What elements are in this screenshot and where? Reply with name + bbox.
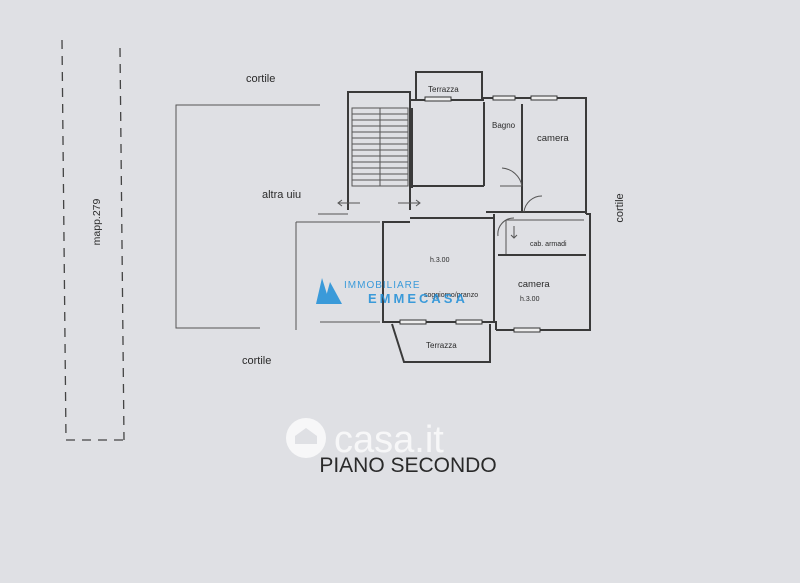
bathroom-label: Bagno	[492, 121, 516, 130]
floor-title: PIANO SECONDO	[319, 454, 496, 477]
terrace-top	[415, 71, 483, 100]
agency-name-line1: IMMOBILIARE	[344, 280, 421, 291]
other-unit-outline	[175, 104, 380, 330]
courtyard-label-top: cortile	[246, 73, 275, 85]
terrace-label-top: Terrazza	[428, 85, 459, 94]
height-label-living: h.3.00	[430, 257, 450, 264]
bedroom-label-top: camera	[537, 133, 569, 144]
site-name: casa.it	[334, 419, 444, 461]
agency-watermark: IMMOBILIARE EMMECASA	[316, 278, 468, 306]
parcel-boundary	[61, 39, 125, 441]
door-swings	[497, 167, 543, 239]
bedroom-label-bottom: camera	[518, 279, 550, 290]
other-unit-label: altra uiu	[262, 189, 301, 201]
height-label-bedroom: h.3.00	[520, 296, 540, 303]
window-marks	[399, 95, 558, 333]
casa-logo-icon	[286, 418, 326, 458]
stairwell	[337, 91, 421, 210]
parcel-label: mapp.279	[91, 198, 103, 245]
wardrobe-label: cab. armadi	[530, 241, 567, 248]
terrace-label-bottom: Terrazza	[426, 341, 457, 350]
site-watermark: casa.it	[286, 418, 444, 461]
courtyard-label-right: cortile	[614, 193, 626, 222]
terrace-bottom	[391, 323, 491, 363]
agency-name-line2: EMMECASA	[368, 291, 468, 306]
living-room-label: soggiorno/pranzo	[424, 292, 478, 299]
courtyard-label-bottom: cortile	[242, 355, 271, 367]
